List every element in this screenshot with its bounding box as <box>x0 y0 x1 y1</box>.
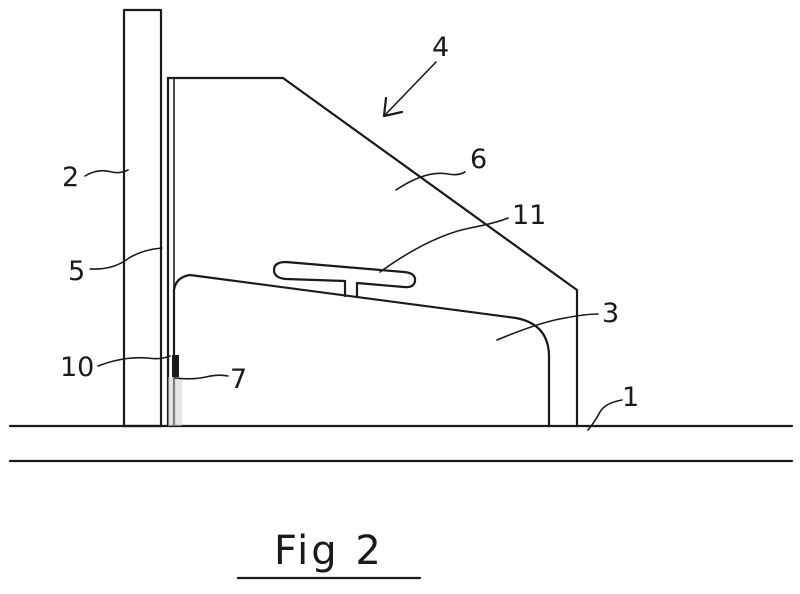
label-base: 3 <box>602 298 619 329</box>
label-fastener: 7 <box>230 364 247 395</box>
figure-caption: Fig 2 <box>274 528 384 574</box>
label-panel: 6 <box>470 144 487 175</box>
label-assembly: 4 <box>432 32 449 63</box>
leader-lines <box>84 61 623 431</box>
label-handle: 11 <box>512 200 546 231</box>
joint-shading <box>168 377 182 426</box>
label-wall: 2 <box>62 162 79 193</box>
panel-element <box>166 76 579 428</box>
handle-element <box>272 260 417 299</box>
label-strip: 5 <box>68 256 85 287</box>
base-element <box>172 273 551 428</box>
fastener-element <box>172 355 179 377</box>
label-joint: 10 <box>60 352 94 383</box>
ground-surface <box>8 424 794 463</box>
wall-element <box>122 8 163 428</box>
label-ground: 1 <box>622 382 639 413</box>
